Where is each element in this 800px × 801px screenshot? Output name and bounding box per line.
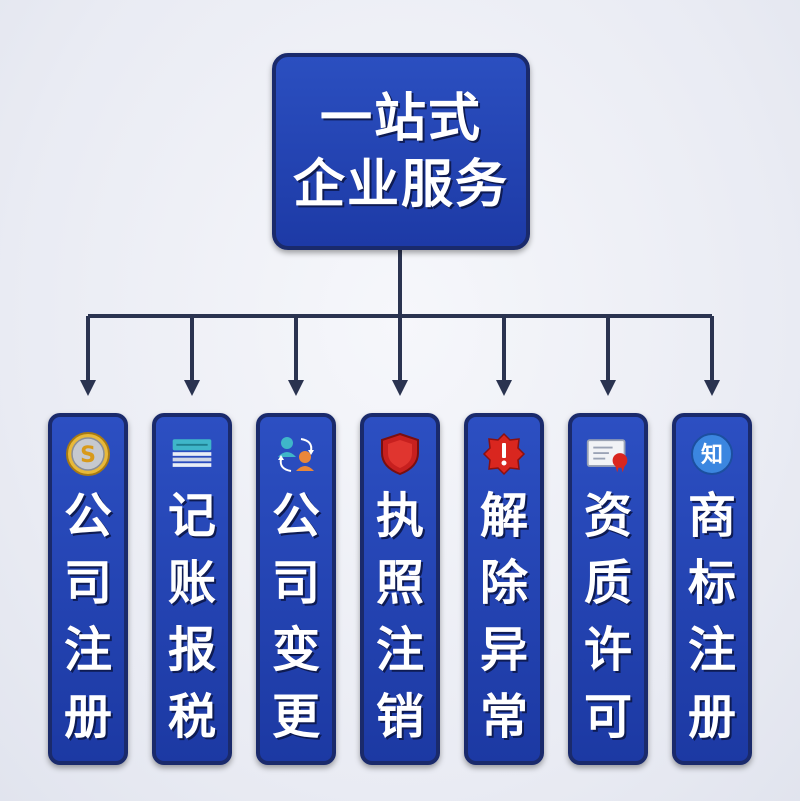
alert-icon xyxy=(481,431,527,477)
label-char: 销 xyxy=(375,689,424,745)
label-char: 公 xyxy=(271,488,320,544)
label-char: 税 xyxy=(167,689,216,745)
service-label: 公 司 变 更 xyxy=(272,483,320,751)
service-trademark-registration: 知 商 标 注 册 xyxy=(672,413,752,765)
service-label: 解 除 异 常 xyxy=(480,483,528,751)
label-char: 公 xyxy=(63,488,112,544)
coin-icon-letter: S xyxy=(80,443,96,468)
trademark-icon: 知 xyxy=(689,431,735,477)
shield-icon xyxy=(377,431,423,477)
label-char: 照 xyxy=(375,555,424,611)
label-char: 标 xyxy=(687,555,736,611)
label-char: 注 xyxy=(687,622,736,678)
label-char: 可 xyxy=(583,689,632,745)
people-transfer-icon xyxy=(273,431,319,477)
label-char: 册 xyxy=(687,689,736,745)
service-remove-abnormal: 解 除 异 常 xyxy=(464,413,544,765)
service-company-change: 公 司 变 更 xyxy=(256,413,336,765)
title-box: 一站式 企业服务 xyxy=(272,53,530,250)
label-char: 注 xyxy=(375,622,424,678)
label-char: 司 xyxy=(63,555,112,611)
label-char: 司 xyxy=(271,555,320,611)
title-line-2: 企业服务 xyxy=(292,154,509,215)
label-char: 质 xyxy=(583,555,632,611)
label-char: 异 xyxy=(479,622,528,678)
label-char: 常 xyxy=(479,689,528,745)
service-label: 资 质 许 可 xyxy=(584,483,632,751)
label-char: 执 xyxy=(375,488,424,544)
label-char: 报 xyxy=(167,622,216,678)
trademark-icon-char: 知 xyxy=(701,442,723,468)
label-char: 商 xyxy=(687,488,736,544)
title-line-1: 一站式 xyxy=(319,88,482,149)
service-bookkeeping-tax: 记 账 报 税 xyxy=(152,413,232,765)
certificate-icon xyxy=(585,431,631,477)
arrow-2 xyxy=(184,380,200,396)
service-company-registration: S 公 司 注 册 xyxy=(48,413,128,765)
service-qualification-permit: 资 质 许 可 xyxy=(568,413,648,765)
label-char: 账 xyxy=(167,555,216,611)
service-label: 商 标 注 册 xyxy=(688,483,736,751)
arrow-4 xyxy=(392,380,408,396)
label-char: 更 xyxy=(271,689,320,745)
service-label: 公 司 注 册 xyxy=(64,483,112,751)
label-char: 变 xyxy=(271,622,320,678)
coin-icon: S xyxy=(65,431,111,477)
arrow-5 xyxy=(496,380,512,396)
label-char: 注 xyxy=(63,622,112,678)
label-char: 除 xyxy=(479,555,528,611)
label-char: 解 xyxy=(479,488,528,544)
ledger-icon xyxy=(169,431,215,477)
label-char: 册 xyxy=(63,689,112,745)
service-label: 记 账 报 税 xyxy=(168,483,216,751)
arrow-1 xyxy=(80,380,96,396)
label-char: 资 xyxy=(583,488,632,544)
label-char: 许 xyxy=(583,622,632,678)
service-license-cancellation: 执 照 注 销 xyxy=(360,413,440,765)
arrow-7 xyxy=(704,380,720,396)
service-label: 执 照 注 销 xyxy=(376,483,424,751)
label-char: 记 xyxy=(167,488,216,544)
arrow-3 xyxy=(288,380,304,396)
arrow-6 xyxy=(600,380,616,396)
